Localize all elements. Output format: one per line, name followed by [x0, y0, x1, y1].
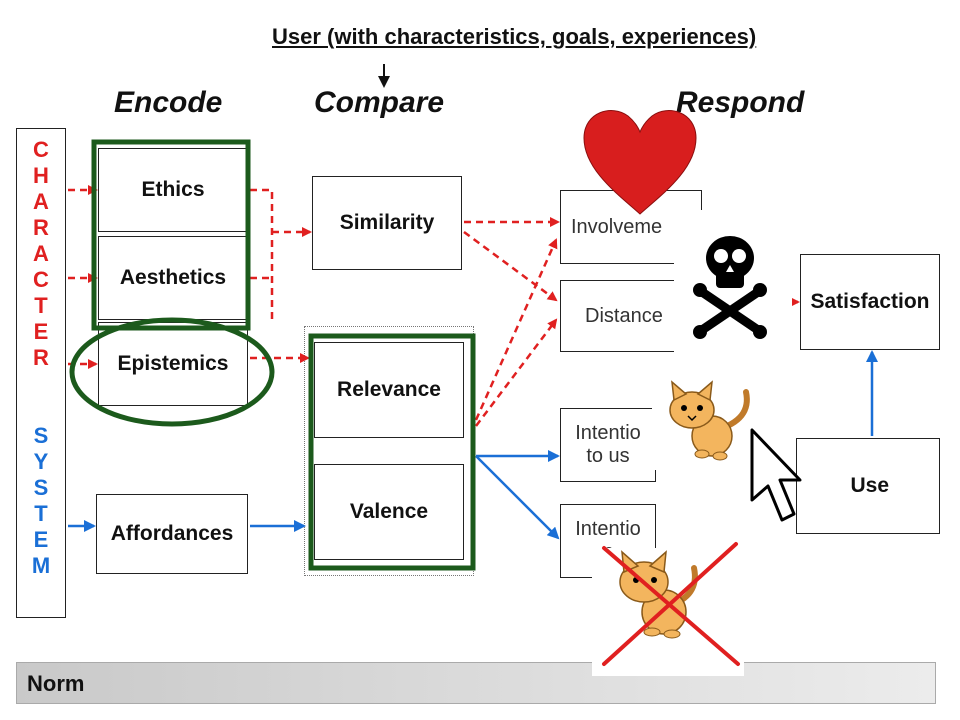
- intention-not-line1: Intentio: [575, 518, 641, 540]
- intention-use-line2: to us: [586, 445, 630, 467]
- norm-label: Norm: [27, 671, 85, 696]
- blue-arrows: [68, 350, 878, 540]
- system-letter: Y: [33, 449, 49, 474]
- norm-bar: Norm: [16, 662, 936, 704]
- character-letter: C: [33, 137, 49, 162]
- system-letter: E: [33, 527, 49, 552]
- box-affordances: Affordances: [96, 494, 248, 574]
- heading-encode: Encode: [114, 86, 223, 119]
- heading-compare: Compare: [314, 86, 445, 119]
- box-similarity: Similarity: [312, 176, 462, 270]
- diagram-title: User (with characteristics, goals, exper…: [272, 24, 757, 49]
- highlight-ethics-aesthetics: [91, 139, 251, 331]
- intention-use-line1: Intentio: [575, 422, 641, 444]
- system-letter: M: [31, 553, 51, 578]
- system-letter: T: [34, 501, 48, 526]
- box-aesthetics: Aesthetics: [98, 236, 248, 320]
- character-letter: H: [33, 163, 49, 188]
- character-letter: R: [33, 345, 49, 370]
- character-letter: T: [34, 293, 48, 318]
- highlight-epistemics: [69, 317, 275, 427]
- box-relevance: Relevance: [314, 342, 464, 438]
- character-letter: C: [33, 267, 49, 292]
- character-letter: E: [33, 319, 49, 344]
- mouse-cursor-icon: [750, 428, 802, 522]
- box-epistemics: Epistemics: [98, 322, 248, 406]
- skull-crossbones-icon: [693, 236, 767, 339]
- box-distance: Distance: [560, 280, 690, 352]
- character-letter: A: [33, 241, 49, 266]
- character-letter: A: [33, 189, 49, 214]
- character-letter: R: [33, 215, 49, 240]
- green-highlights: [69, 139, 476, 571]
- box-valence: Valence: [314, 464, 464, 560]
- heart-icon: [583, 110, 697, 215]
- crossed-cat-icon: [602, 542, 740, 666]
- heading-respond: Respond: [676, 86, 805, 119]
- box-intention-use: Intentio to us: [560, 408, 656, 482]
- system-letter: S: [33, 475, 49, 500]
- box-use: Use: [796, 438, 940, 534]
- system-letter: S: [33, 423, 49, 448]
- cat-icon: [669, 380, 750, 461]
- highlight-relevance-valence: [308, 333, 476, 571]
- box-satisfaction: Satisfaction: [800, 254, 940, 350]
